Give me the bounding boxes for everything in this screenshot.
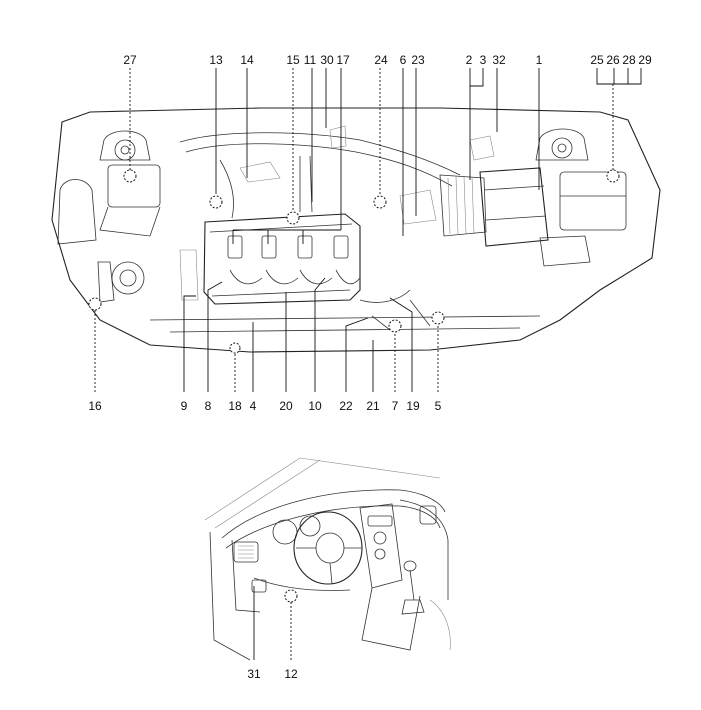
dashboard-illustration bbox=[204, 457, 451, 661]
label-12: 12 bbox=[284, 667, 298, 681]
dashboard-labels: 31 12 bbox=[247, 667, 298, 681]
label-4: 4 bbox=[250, 399, 257, 413]
component-marker bbox=[286, 211, 300, 225]
component-marker bbox=[388, 319, 402, 333]
label-19: 19 bbox=[406, 399, 420, 413]
label-9: 9 bbox=[181, 399, 188, 413]
component-marker bbox=[123, 169, 137, 183]
component-marker bbox=[284, 589, 298, 603]
component-marker bbox=[606, 169, 620, 183]
label-31: 31 bbox=[247, 667, 261, 681]
label-28: 28 bbox=[622, 53, 636, 67]
engine-bottom-labels: 16 9 8 18 4 20 10 22 21 7 19 5 bbox=[88, 399, 441, 413]
component-marker bbox=[431, 311, 445, 325]
engine-leader-lines bbox=[94, 68, 642, 392]
label-24: 24 bbox=[374, 53, 388, 67]
dashboard-component-markers bbox=[284, 589, 298, 603]
label-13: 13 bbox=[209, 53, 223, 67]
label-17: 17 bbox=[336, 53, 350, 67]
component-marker bbox=[88, 297, 102, 311]
label-8: 8 bbox=[205, 399, 212, 413]
label-20: 20 bbox=[279, 399, 293, 413]
label-26: 26 bbox=[606, 53, 620, 67]
label-11: 11 bbox=[304, 53, 317, 67]
label-16: 16 bbox=[88, 399, 102, 413]
label-27: 27 bbox=[123, 53, 137, 67]
label-30: 30 bbox=[320, 53, 334, 67]
label-10: 10 bbox=[308, 399, 322, 413]
label-32: 32 bbox=[492, 53, 506, 67]
label-25: 25 bbox=[590, 53, 604, 67]
label-6: 6 bbox=[400, 53, 407, 67]
label-1: 1 bbox=[536, 53, 543, 67]
engine-bay-illustration bbox=[51, 107, 661, 353]
label-5: 5 bbox=[435, 399, 442, 413]
label-18: 18 bbox=[228, 399, 242, 413]
component-marker bbox=[373, 195, 387, 209]
label-22: 22 bbox=[339, 399, 353, 413]
label-21: 21 bbox=[366, 399, 380, 413]
label-14: 14 bbox=[240, 53, 254, 67]
label-3: 3 bbox=[480, 53, 487, 67]
component-marker bbox=[209, 195, 223, 209]
engine-component-markers bbox=[88, 169, 620, 354]
label-29: 29 bbox=[638, 53, 652, 67]
label-7: 7 bbox=[392, 399, 399, 413]
dashboard-leader-lines bbox=[253, 586, 292, 660]
label-23: 23 bbox=[411, 53, 425, 67]
label-2: 2 bbox=[466, 53, 473, 67]
engine-top-labels: 27 13 14 15 11 30 17 24 6 23 2 3 32 1 25… bbox=[123, 53, 652, 67]
component-marker bbox=[229, 342, 241, 354]
label-15: 15 bbox=[286, 53, 300, 67]
